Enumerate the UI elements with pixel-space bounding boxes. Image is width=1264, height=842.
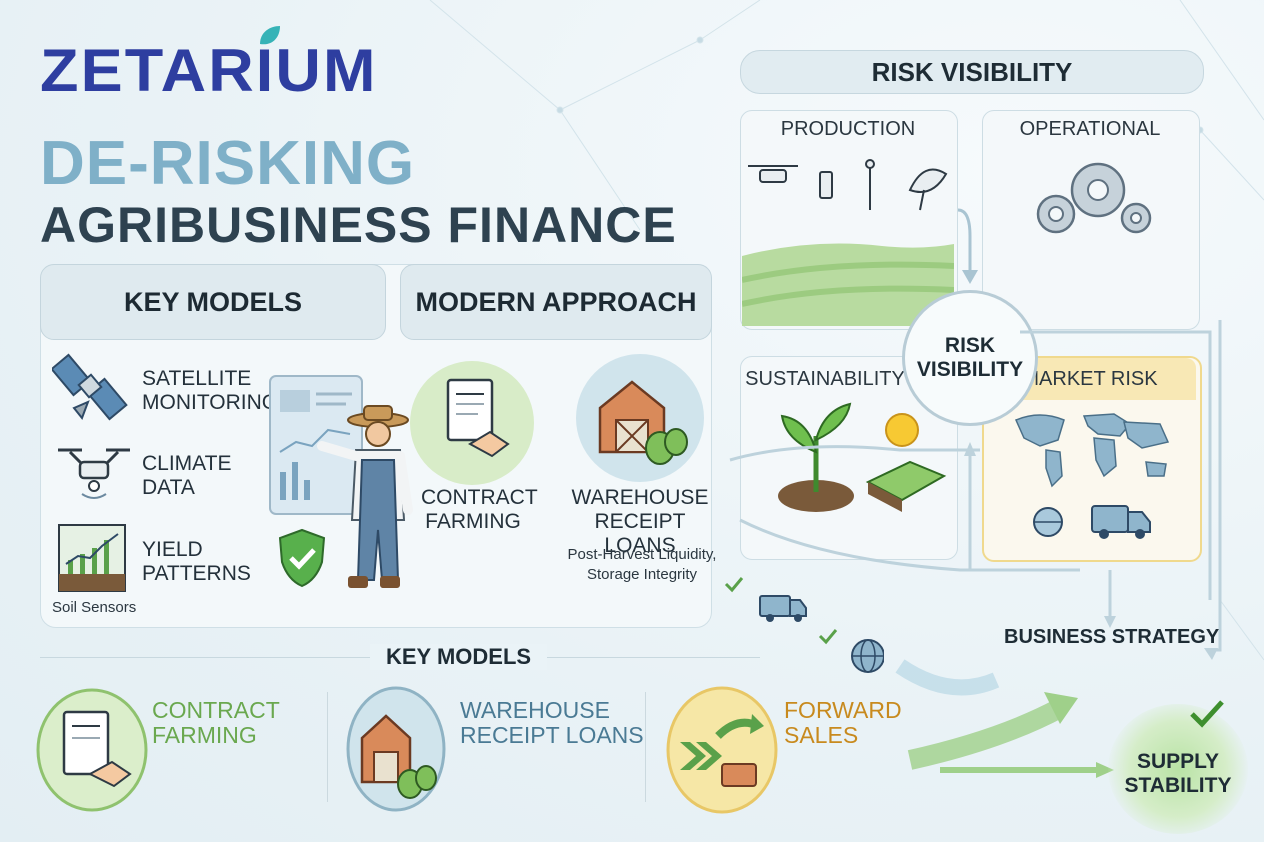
production-title: PRODUCTION (780, 118, 916, 140)
bottom-warehouse-icon (346, 686, 446, 812)
warehouse-subtext: Post-Harvest Liquidity,Storage Integrity (567, 546, 717, 583)
soil-sensors-label: Soil Sensors (52, 599, 137, 616)
bottom-forward-sales-icon (666, 686, 778, 814)
modern-approach-header: MODERN APPROACH (400, 264, 712, 340)
risk-visibility-header: RISK VISIBILITY (740, 50, 1204, 94)
yield-chart-icon (58, 524, 126, 592)
bottom-key-models-title: KEY MODELS (370, 644, 548, 670)
drone-icon (58, 448, 130, 499)
supply-stability-glow (1108, 704, 1248, 834)
gears-icon (1036, 162, 1152, 234)
production-illustration (742, 159, 954, 326)
sustainability-illustration (778, 402, 947, 512)
world-map-icon (1015, 413, 1170, 539)
key-models-header: KEY MODELS (40, 264, 386, 340)
business-strategy-label: BUSINESS STRATEGY (1004, 626, 1220, 648)
dashboard-screen (269, 375, 363, 515)
satellite-icon (52, 353, 128, 421)
operational-title: OPERATIONAL (1019, 118, 1161, 140)
bottom-separator-1 (327, 692, 328, 802)
brand-logo: ZETARIUM (40, 37, 378, 104)
title-line-1: DE-RISKING (40, 129, 416, 198)
shield-check-icon (278, 528, 326, 588)
flow-arrows (729, 320, 1222, 778)
leaf-icon (260, 26, 280, 45)
sustainability-title: SUSTAINABILITY (745, 368, 905, 390)
title-line-2: AGRIBUSINESS FINANCE (40, 197, 677, 253)
checkmark-icon (1190, 700, 1224, 728)
contract-farming-icon (410, 361, 534, 485)
warehouse-barn-icon (576, 354, 704, 482)
operational-box (982, 110, 1200, 330)
bottom-separator-2 (645, 692, 646, 802)
farmer-illustration (317, 405, 413, 588)
logistics-icons (724, 577, 884, 673)
production-arrow (957, 208, 978, 284)
market-risk-title: MARKET RISK (1022, 368, 1158, 390)
bottom-contract-farming-icon (36, 688, 148, 812)
